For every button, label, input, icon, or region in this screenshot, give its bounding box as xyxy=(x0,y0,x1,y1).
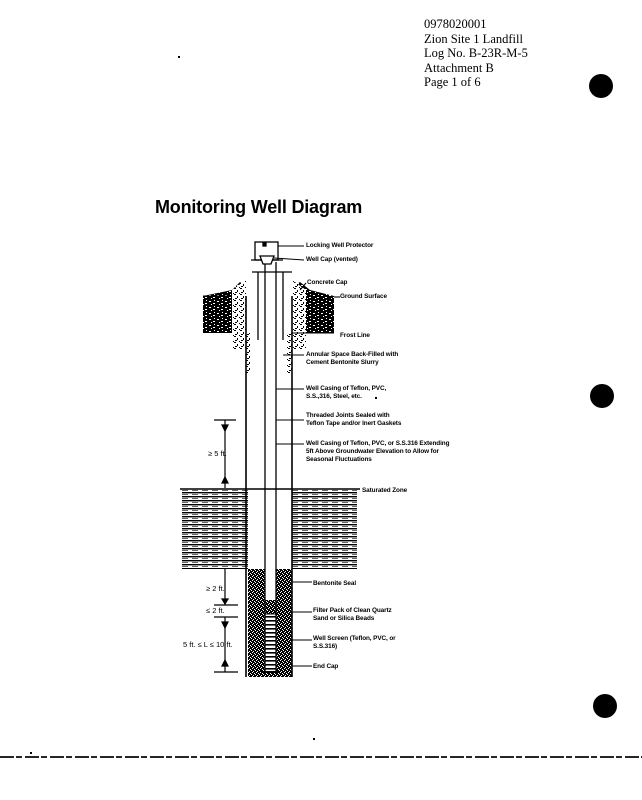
concrete-cap xyxy=(232,280,306,350)
scan-speck xyxy=(30,752,32,754)
dimension-screen-length: 5 ft. ≤ L ≤ 10 ft. xyxy=(183,640,233,649)
label-frost-line: Frost Line xyxy=(340,332,370,339)
dimension-filter-above-screen: ≤ 2 ft. xyxy=(206,606,225,615)
well-screen xyxy=(264,613,277,673)
label-concrete-cap: Concrete Cap xyxy=(307,279,348,286)
doc-number: 0978020001 xyxy=(424,17,487,31)
dimension-lines xyxy=(214,419,238,673)
ground-soil xyxy=(203,282,334,333)
site-name: Zion Site 1 Landfill xyxy=(424,31,523,46)
label-end-cap: End Cap xyxy=(313,663,339,670)
punch-hole-top xyxy=(589,74,613,98)
dimension-seal: ≥ 2 ft. xyxy=(206,584,225,593)
label-saturated-zone: Saturated Zone xyxy=(362,487,408,494)
label-threaded-joints: Threaded Joints Sealed with Teflon Tape … xyxy=(306,412,402,427)
label-well-screen: Well Screen (Teflon, PVC, or S.S.316) xyxy=(313,635,396,650)
label-casing-extension: Well Casing of Teflon, PVC, or S.S.316 E… xyxy=(306,440,450,463)
annular-grout xyxy=(246,333,292,373)
label-ground-surface: Ground Surface xyxy=(340,293,387,300)
well-casing xyxy=(261,262,280,673)
locking-well-protector xyxy=(251,241,283,265)
saturated-zone xyxy=(180,488,360,569)
scan-artifact-line xyxy=(0,756,642,758)
scan-speck xyxy=(375,397,377,399)
label-annular-space: Annular Space Back-Filled with Cement Be… xyxy=(306,351,399,366)
scan-speck xyxy=(178,56,180,58)
page-indicator: Page 1 of 6 xyxy=(424,75,481,89)
document-header: 0978020001 Zion Site 1 Landfill Log No. … xyxy=(424,17,528,90)
page-title: Monitoring Well Diagram xyxy=(155,197,363,217)
dimension-above-water: ≥ 5 ft. xyxy=(208,449,227,458)
label-well-cap: Well Cap (vented) xyxy=(306,256,358,263)
log-number: Log No. B-23R-M-5 xyxy=(424,46,528,60)
punch-hole-bottom xyxy=(593,694,617,718)
borehole-walls xyxy=(245,296,293,677)
punch-hole-middle xyxy=(590,384,614,408)
label-well-casing: Well Casing of Teflon, PVC, S.S.,316, St… xyxy=(306,385,387,400)
label-filter-pack: Filter Pack of Clean Quartz Sand or Sili… xyxy=(313,607,392,622)
protector-casing xyxy=(252,271,292,340)
leader-lines xyxy=(273,245,340,667)
label-locking-well-protector: Locking Well Protector xyxy=(306,242,374,249)
scan-speck xyxy=(313,738,315,740)
attachment-label: Attachment B xyxy=(424,60,494,75)
label-bentonite-seal: Bentonite Seal xyxy=(313,580,356,587)
